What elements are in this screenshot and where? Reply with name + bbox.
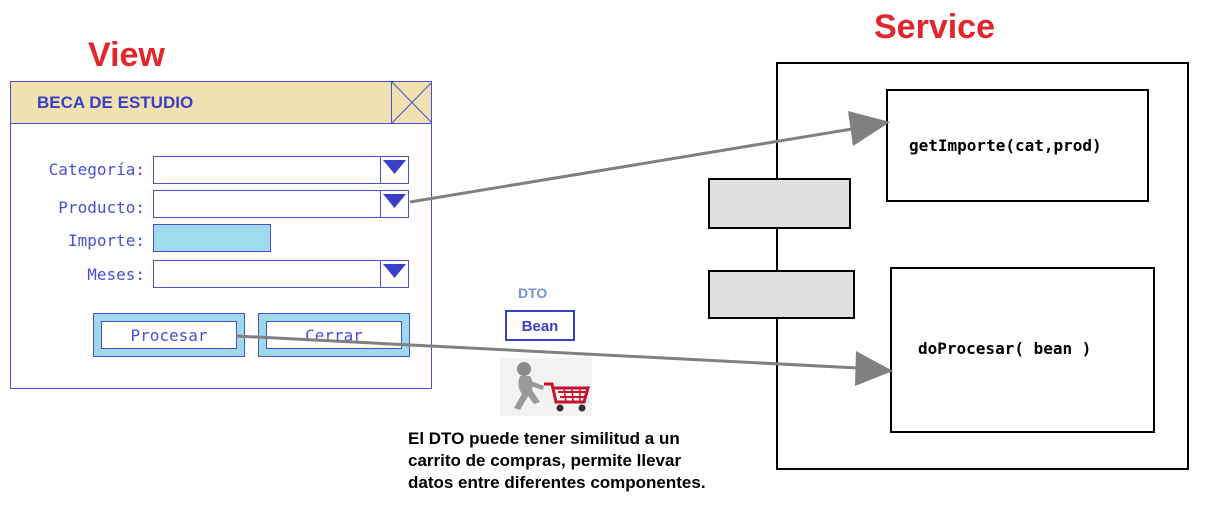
getimporte-box: getImporte(cat,prod) [886,89,1149,202]
importe-label: Importe: [67,231,145,250]
close-button[interactable] [391,81,433,124]
form-window: BECA DE ESTUDIO Categoría: Producto: Imp… [10,81,433,389]
procesar-label: Procesar [130,326,208,345]
arrow-procesar-to-doprocesar [235,334,893,386]
categoria-label: Categoría: [48,160,145,179]
service-box [776,62,1189,470]
producto-label: Producto: [58,198,145,217]
service-port-bottom [708,270,855,319]
form-title: BECA DE ESTUDIO [37,93,194,112]
doprocesar-label: doProcesar( bean ) [918,339,1092,358]
procesar-button[interactable]: Procesar [93,313,245,357]
dto-label: DTO [518,285,548,301]
chevron-down-icon[interactable] [380,157,408,183]
doprocesar-box: doProcesar( bean ) [890,267,1155,433]
close-icon [391,81,433,124]
service-heading: Service [874,8,995,46]
producto-select[interactable] [153,190,409,218]
service-port-top [708,178,851,229]
view-heading: View [88,36,165,74]
dto-note: El DTO puede tener similitud a un carrit… [408,429,706,492]
getimporte-label: getImporte(cat,prod) [909,136,1102,155]
meses-select[interactable] [153,260,409,288]
chevron-down-icon[interactable] [380,191,408,217]
chevron-down-icon[interactable] [380,261,408,287]
categoria-select[interactable] [153,156,409,184]
arrow-producto-to-getimporte [409,111,890,204]
bean-box: Bean [505,310,575,341]
shopping-cart-figure-icon [500,358,592,416]
importe-field[interactable] [153,224,271,252]
form-titlebar: BECA DE ESTUDIO [11,81,433,124]
bean-label: Bean [521,318,559,335]
meses-label: Meses: [87,265,145,284]
